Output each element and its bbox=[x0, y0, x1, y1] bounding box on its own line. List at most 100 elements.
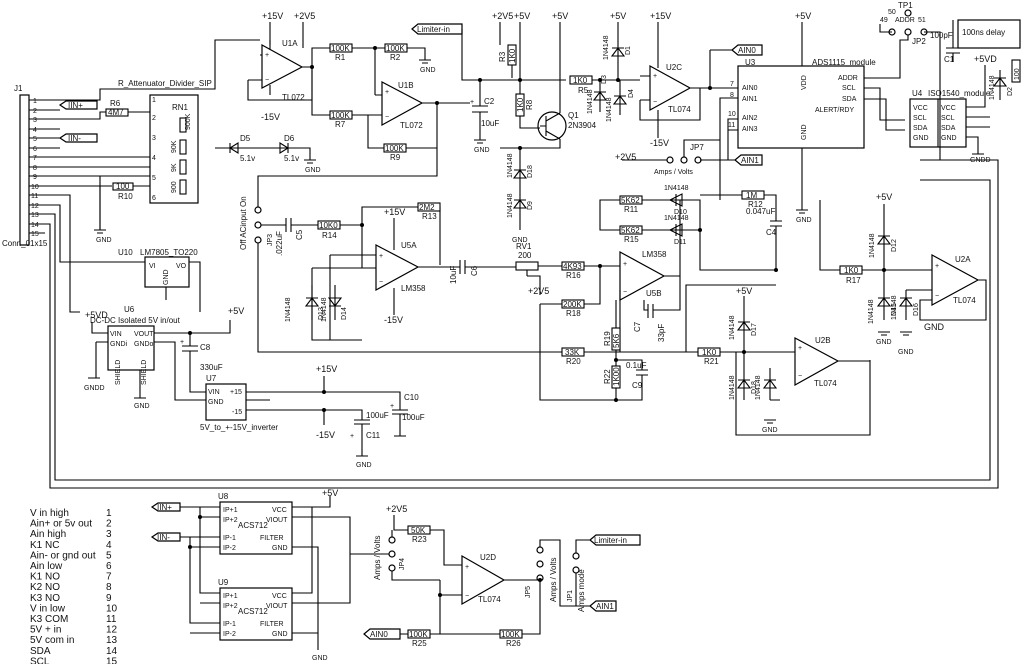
svg-text:6: 6 bbox=[152, 195, 156, 202]
svg-text:2: 2 bbox=[152, 115, 156, 122]
opamp-u5b: +− LM358 U5B bbox=[619, 250, 667, 302]
ain1-mid-text: AIN1 bbox=[741, 156, 759, 165]
p15-u1: +15V bbox=[262, 11, 283, 21]
svg-text:+: + bbox=[180, 339, 184, 346]
svg-text:+: + bbox=[798, 345, 802, 352]
r20-ref: R20 bbox=[566, 357, 581, 366]
d18-ref: D18 bbox=[527, 165, 534, 178]
jp2-pin50: 50 bbox=[888, 9, 896, 16]
u10-vo: VO bbox=[176, 263, 187, 270]
ic-u10: U10 LM7805_TO220 VI VO GND bbox=[118, 248, 198, 288]
r26-ref: R26 bbox=[506, 639, 521, 648]
gnd-acs: GND bbox=[312, 655, 328, 662]
legend-name: 5V + in bbox=[30, 625, 61, 636]
d1-type: 1N4148 bbox=[603, 35, 610, 60]
ic-u9: U9 ACS712 IP+1 IP+2 IP-1 IP-2 VCC VIOUT … bbox=[218, 578, 293, 641]
r18-value: 200K bbox=[563, 300, 582, 309]
legend-name: Ain+ or 5v out bbox=[30, 519, 92, 530]
svg-text:+: + bbox=[350, 433, 354, 440]
u10-vi: VI bbox=[149, 263, 156, 270]
jp7-label: Amps / Volts bbox=[654, 169, 693, 176]
c4-ref: C4 bbox=[766, 228, 777, 237]
u3-gnd: GND bbox=[801, 124, 808, 140]
c11-ref: C11 bbox=[366, 431, 381, 440]
gnd-c2: GND bbox=[474, 147, 490, 154]
ain0-top-text: AIN0 bbox=[738, 46, 756, 55]
u8-im1: IP-1 bbox=[223, 535, 236, 542]
p15-u7: +15V bbox=[316, 364, 337, 374]
netlabel-iin-minus-bottom: IIN- bbox=[150, 532, 181, 542]
ain0-bottom-text: AIN0 bbox=[370, 630, 388, 639]
gndd-u6: GNDD bbox=[84, 385, 105, 392]
r12-value: 1M bbox=[746, 191, 757, 200]
jumper-jp2: TP1 50 49 ADDR 51 JP2 bbox=[880, 1, 928, 46]
q1-ref: Q1 bbox=[568, 111, 579, 120]
r8-ref: R8 bbox=[525, 99, 534, 110]
pin-10: 10 bbox=[31, 184, 39, 191]
pin-7: 7 bbox=[33, 155, 37, 162]
pin-14: 14 bbox=[31, 222, 39, 229]
jp4-label: Amps / Volts bbox=[373, 536, 382, 580]
legend-name: Ain- or gnd out bbox=[30, 550, 96, 561]
r21-ref: R21 bbox=[704, 357, 719, 366]
c2-ref: C2 bbox=[484, 97, 495, 106]
d1-ref: D1 bbox=[625, 46, 632, 55]
r16-ref: R16 bbox=[566, 271, 581, 280]
p2v5-rv1: +2V5 bbox=[528, 286, 549, 296]
netlabel-ain0-bottom: AIN0 bbox=[363, 628, 401, 640]
c7-value: 33pF bbox=[657, 324, 666, 342]
legend-name: V in low bbox=[30, 603, 66, 614]
u8-gnd: GND bbox=[272, 545, 288, 552]
r6-value: 4M7 bbox=[108, 108, 124, 117]
svg-text:+: + bbox=[470, 99, 474, 106]
u3-value: ADS1115_module bbox=[812, 58, 876, 67]
resistor-r23: 50K R23 bbox=[407, 525, 431, 544]
u9-viout: VIOUT bbox=[266, 603, 288, 610]
jp1-ref: JP1 bbox=[567, 590, 574, 602]
d5-value: 5.1v bbox=[240, 154, 255, 163]
u4-gnd-r: GND bbox=[941, 135, 957, 142]
u8-value: ACS712 bbox=[238, 521, 268, 530]
r10-value: 100 bbox=[116, 182, 130, 191]
capacitor-c10: + C10 100uF bbox=[390, 393, 425, 437]
u4-ref: U4 bbox=[912, 89, 923, 98]
r2-ref: R2 bbox=[390, 53, 401, 62]
delay-note: 100ns delay bbox=[962, 28, 1005, 37]
opamp-u2a: +− U2A TL074 bbox=[931, 253, 980, 307]
r14-ref: R14 bbox=[322, 231, 337, 240]
connector-ref: J1 bbox=[14, 84, 23, 93]
netlabel-iin-plus-bottom: IIN+ bbox=[150, 502, 181, 512]
u8-ip1: IP+1 bbox=[223, 507, 238, 514]
d3-ref: D3 bbox=[601, 75, 608, 84]
d8-ref: D10 bbox=[674, 209, 687, 216]
u5a-value: LM358 bbox=[401, 284, 426, 293]
jp2-label: ADDR bbox=[895, 17, 915, 24]
resistor-r10: 100 R10 bbox=[112, 182, 134, 201]
gndd-u4: GNDD bbox=[970, 157, 991, 164]
u1a-ref: U1A bbox=[282, 39, 298, 48]
jumper-jp7: +2V5 JP7 Amps / Volts bbox=[615, 143, 704, 176]
c8-ref: C8 bbox=[200, 343, 211, 352]
pin-1: 1 bbox=[33, 98, 37, 105]
netlabel-iin-plus-text: IIN+ bbox=[68, 101, 83, 110]
svg-text:−: − bbox=[385, 114, 389, 121]
svg-text:−: − bbox=[798, 373, 802, 380]
u4-vcc-r: VCC bbox=[941, 105, 956, 112]
pin-2: 2 bbox=[33, 108, 37, 115]
pin-13: 13 bbox=[31, 212, 39, 219]
capacitor-c6: 10uF C6 bbox=[449, 260, 520, 284]
r26-value: 100K bbox=[501, 630, 520, 639]
r22-value: 1K00 bbox=[612, 367, 621, 386]
resistor-r20: 33K R20 bbox=[561, 347, 585, 366]
u4-scl-r: SCL bbox=[941, 115, 955, 122]
netlabel-iin-minus-text: IIN- bbox=[68, 134, 81, 143]
d16-type: 1N4148 bbox=[729, 375, 736, 400]
c1-value: 100pF bbox=[930, 31, 953, 40]
d10-ref: D12 bbox=[891, 239, 898, 252]
u10-ref: U10 bbox=[118, 248, 133, 257]
limiter-in-top-text: Limiter-in bbox=[417, 25, 450, 34]
p5v-q1: +5V bbox=[552, 11, 568, 21]
c2-value: 10uF bbox=[481, 119, 499, 128]
svg-text:+: + bbox=[653, 73, 657, 80]
attenuator-rn1: R_Attenuator_Divider_SIP RN1 12 34 56 90… bbox=[118, 79, 212, 204]
